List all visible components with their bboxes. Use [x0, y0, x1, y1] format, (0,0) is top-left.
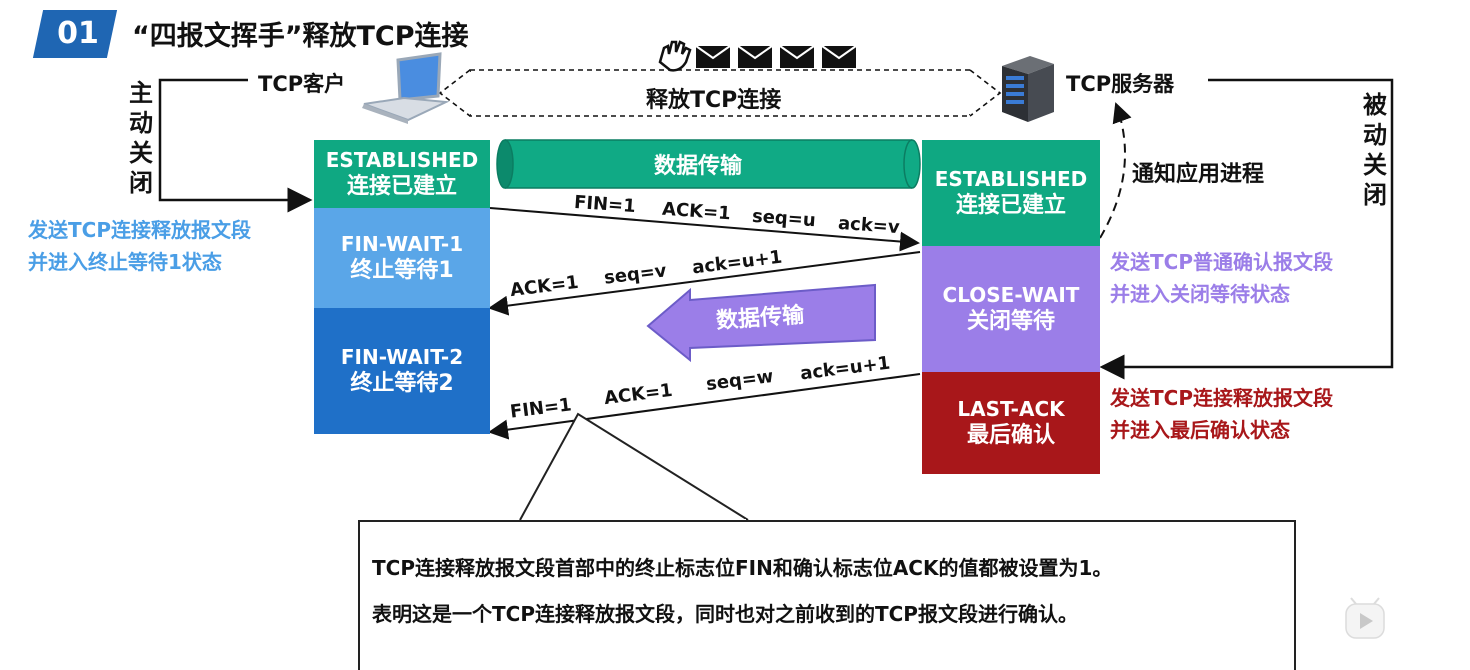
client-label: TCP客户	[258, 72, 346, 96]
seg1-fin: FIN=1	[573, 191, 637, 218]
notify-app-arrow	[1099, 102, 1132, 239]
fin-segment-2-arrow	[488, 373, 921, 440]
callout-line-2: 表明这是一个TCP连接释放报文段，同时也对之前收到的TCP报文段进行确认。	[372, 602, 1078, 626]
slide-title: “四报文挥手”释放TCP连接	[132, 21, 469, 52]
section-number: 01	[57, 16, 99, 51]
data-transfer-arrow	[646, 283, 876, 363]
callout-pointer	[519, 412, 749, 521]
client-side-label: 主动关闭	[129, 79, 153, 197]
callout-line-1: TCP连接释放报文段首部中的终止标志位FIN和确认标志位ACK的值都被设置为1。	[372, 556, 1113, 580]
server-close-bracket	[1099, 78, 1394, 380]
server-label: TCP服务器	[1066, 72, 1175, 96]
client-close-bracket	[158, 78, 313, 213]
play-icon	[1345, 597, 1385, 639]
server-icon	[1002, 56, 1054, 122]
release-arrow	[438, 69, 1002, 117]
data-transfer-top-label: 数据传输	[654, 154, 743, 179]
callout-box: TCP连接释放报文段首部中的终止标志位FIN和确认标志位ACK的值都被设置为1。…	[358, 520, 1296, 670]
waving-hand-icon	[658, 40, 692, 72]
data-transfer-cylinder	[496, 139, 921, 189]
notify-app-label: 通知应用进程	[1132, 162, 1265, 187]
server-ack-note: 发送TCP普通确认报文段并进入关闭等待状态	[1110, 250, 1333, 306]
seg1-acknum: ack=v	[837, 212, 901, 239]
data-transfer-mid-label: 数据传输	[715, 302, 805, 335]
ack-segment-arrow	[488, 251, 921, 316]
envelope-icons	[695, 45, 857, 68]
server-side-label: 被动关闭	[1363, 91, 1387, 209]
release-label: 释放TCP连接	[646, 88, 782, 113]
client-fin-note: 发送TCP连接释放报文段并进入终止等待1状态	[28, 218, 251, 274]
seg1-seq: seq=u	[751, 205, 817, 232]
fin-segment-1-arrow	[489, 207, 920, 252]
server-fin-note: 发送TCP连接释放报文段并进入最后确认状态	[1110, 386, 1333, 442]
laptop-icon	[362, 52, 450, 124]
